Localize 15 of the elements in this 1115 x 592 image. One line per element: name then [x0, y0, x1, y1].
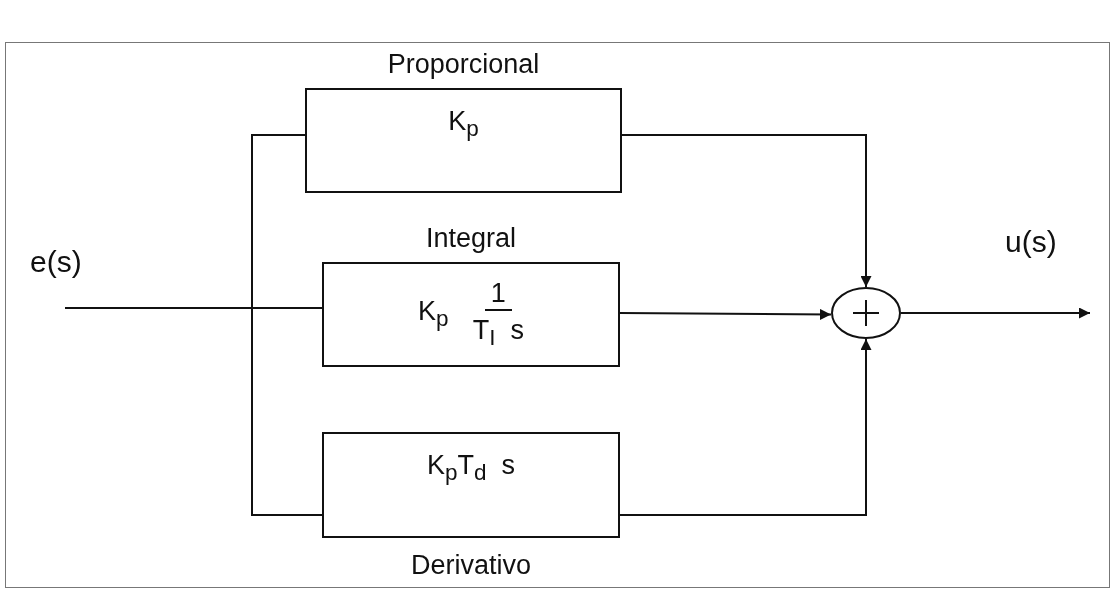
numerator: 1: [484, 277, 512, 311]
block-title: Integral: [425, 223, 517, 254]
signal-label: e(s): [30, 245, 82, 279]
signal-line: [621, 134, 872, 288]
signal-line: [619, 338, 872, 516]
block-title: Proporcional: [387, 49, 540, 80]
denominator: T$_{I}$ s: [472, 313, 524, 352]
signal-line: [619, 308, 832, 320]
signal-line: [900, 307, 1091, 319]
gain-formula: K$_{p}$: [448, 106, 479, 143]
signal-line: [64, 307, 323, 516]
signal-label: u(s): [1005, 225, 1057, 259]
gain-formula: K$_{p}$T$_{d}$ s: [426, 450, 516, 487]
gain-formula: K$_{p}$: [418, 296, 449, 333]
block-title: Derivativo: [411, 550, 531, 581]
